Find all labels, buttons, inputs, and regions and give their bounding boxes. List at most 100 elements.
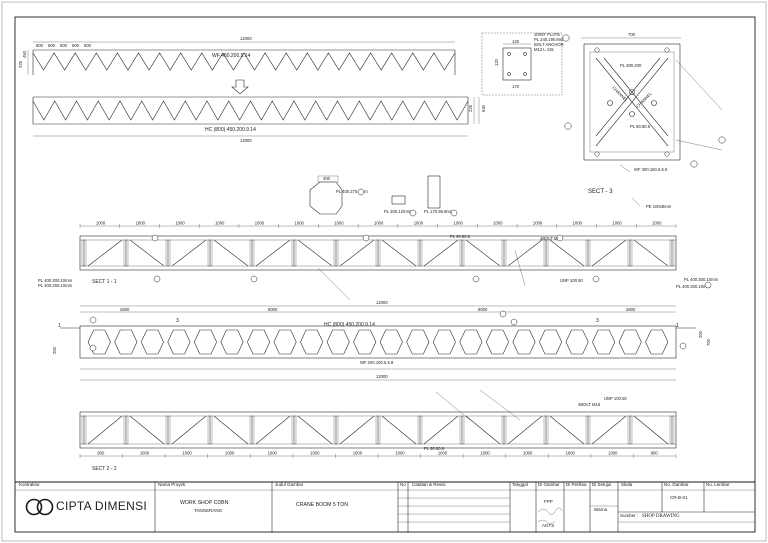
web-opening	[353, 329, 377, 355]
dim-label: 1000	[310, 451, 320, 456]
joint-note: M12 L 415	[534, 47, 554, 52]
sect3-label: PL 300.200	[620, 63, 642, 68]
web-opening	[247, 329, 271, 355]
dim-label: 1000	[96, 221, 106, 226]
hc-member-label: HC (800) 450.200.9.14	[205, 127, 256, 133]
disetujui-label: Di Setujui	[592, 482, 612, 487]
dim-label: 1000	[608, 451, 618, 456]
dim-label: 1000	[140, 451, 150, 456]
signature-mark	[537, 519, 556, 524]
dim-label: 1000	[374, 221, 384, 226]
joint-note: JOINT PLATE	[534, 32, 560, 37]
sect1-note: PL 400.250.10mm	[38, 283, 73, 288]
sect1-bolt-note: UNP 100.50	[560, 278, 583, 283]
web-opening	[512, 329, 536, 355]
dim-label: 1000	[215, 221, 225, 226]
sect1-title: SECT 1 - 1	[92, 279, 117, 285]
sect2-note: 4BOLT M16	[578, 402, 601, 407]
joint-note: PL 240.190.8mm	[534, 37, 566, 42]
plate-label: PL 400.270.8mm	[336, 189, 368, 194]
plan-bottom-label: WF 200.100.5.5.8	[360, 360, 394, 365]
joint-plate-detail: 120 120 170 JOINT PLATE PL 240.190.8mm B…	[481, 32, 570, 96]
web-opening	[406, 329, 430, 355]
dim-label: 1000	[612, 221, 622, 226]
web-opening	[87, 329, 111, 355]
section-mark: 1	[676, 323, 679, 329]
seg-dim: 600	[84, 43, 92, 48]
sect3-label: WF 300.150.6.5.9	[634, 167, 668, 172]
dim-label: 1000	[225, 451, 235, 456]
dim-label: 1000	[255, 221, 265, 226]
web-opening	[618, 329, 642, 355]
joint-note: BOLT ANCHOR	[534, 42, 564, 47]
dim-label: 1000	[453, 221, 463, 226]
plan-dim: 6000	[478, 307, 488, 312]
sect2-note: UNP 100.50	[604, 396, 627, 401]
sect3-dim: 700	[628, 32, 636, 37]
height-dim: 630	[481, 104, 486, 112]
dim-label: 900	[97, 451, 105, 456]
judul-gambar-label: Judul Gambar	[275, 482, 304, 487]
dim-label: 1000	[493, 221, 503, 226]
joint-dim: 120	[494, 58, 499, 66]
web-opening	[220, 329, 244, 355]
section-mark: 1	[58, 323, 61, 329]
logo-ring-left-icon	[25, 498, 43, 516]
web-opening	[300, 329, 324, 355]
kontraktor-label: Kontraktor	[19, 482, 40, 487]
tanggal-label: Tanggal	[512, 482, 528, 487]
joint-dim: 120	[512, 39, 520, 44]
plan-dim: 2600	[120, 307, 130, 312]
checked-by: AGTS	[542, 523, 555, 528]
joint-dim: 170	[512, 84, 520, 89]
seg-dim: 600	[60, 43, 68, 48]
diperiksa-label: Di Periksa	[566, 482, 587, 487]
web-opening	[379, 329, 403, 355]
dim-label: 900	[651, 451, 659, 456]
dim-label: 1000	[182, 451, 192, 456]
seg-dim: 600	[48, 43, 56, 48]
project-name: WORK SHOP CDBN	[180, 500, 229, 506]
height-dim: 450	[22, 50, 27, 58]
plan-side-dim: 700	[706, 338, 711, 346]
plan-dim: 6000	[268, 307, 278, 312]
sect1-note: PL 400.300.10mm	[38, 278, 73, 283]
dim-label: 1000	[136, 221, 146, 226]
logo-ring-right-icon	[36, 498, 54, 516]
dim-label: 1000	[353, 451, 363, 456]
plan-member-label: HC (800) 450.200.9.14	[324, 322, 375, 328]
top-elevation: 12000 600 600 600 600 600 225 450 WF 450…	[18, 36, 456, 75]
dim-label: 1000	[295, 221, 305, 226]
dim-label: 1000	[438, 451, 448, 456]
dim-label: 1000	[414, 221, 424, 226]
web-opening	[565, 329, 589, 355]
sect1-bolt-note: 4BOLT M16	[540, 236, 563, 241]
web-opening	[193, 329, 217, 355]
drawing-frame	[14, 16, 756, 533]
sect3-title: SECT - 3	[588, 189, 613, 195]
plate-label: PL 200.120.8mm	[384, 209, 416, 214]
plan-overall-dim: 12000	[376, 300, 388, 305]
dim-label: 1000	[268, 451, 278, 456]
web-opening	[432, 329, 456, 355]
digambar-label: Di Gambar	[538, 482, 560, 487]
no-label: No	[400, 482, 406, 487]
nama-proyek-label: Nama Proyek	[158, 482, 186, 487]
skala-label: Skala	[621, 482, 633, 487]
section-mark: 3	[596, 318, 599, 324]
hc-elevation: 225 630 HC (800) 450.200.9.14 12000	[32, 96, 486, 143]
company-name: CIPTA DIMENSI	[56, 499, 148, 513]
web-opening	[539, 329, 563, 355]
seg-dim: 600	[36, 43, 44, 48]
drawn-by: FPP	[544, 499, 553, 504]
height-dim: 225	[468, 104, 473, 112]
sect2-title: SECT 2 - 2	[92, 466, 117, 472]
title-block-grid	[15, 481, 755, 532]
sect1-bolt-note: PL 90.80.6	[450, 234, 471, 239]
plan-dim: 2600	[626, 307, 636, 312]
drawing-number: CR-B-01	[670, 495, 688, 500]
sect3-label: PL 80.80.6	[630, 124, 651, 129]
sect-3-detail: 700 PL 300.200 PL 80.80.6 CHANNEL CHANNE…	[564, 32, 726, 209]
